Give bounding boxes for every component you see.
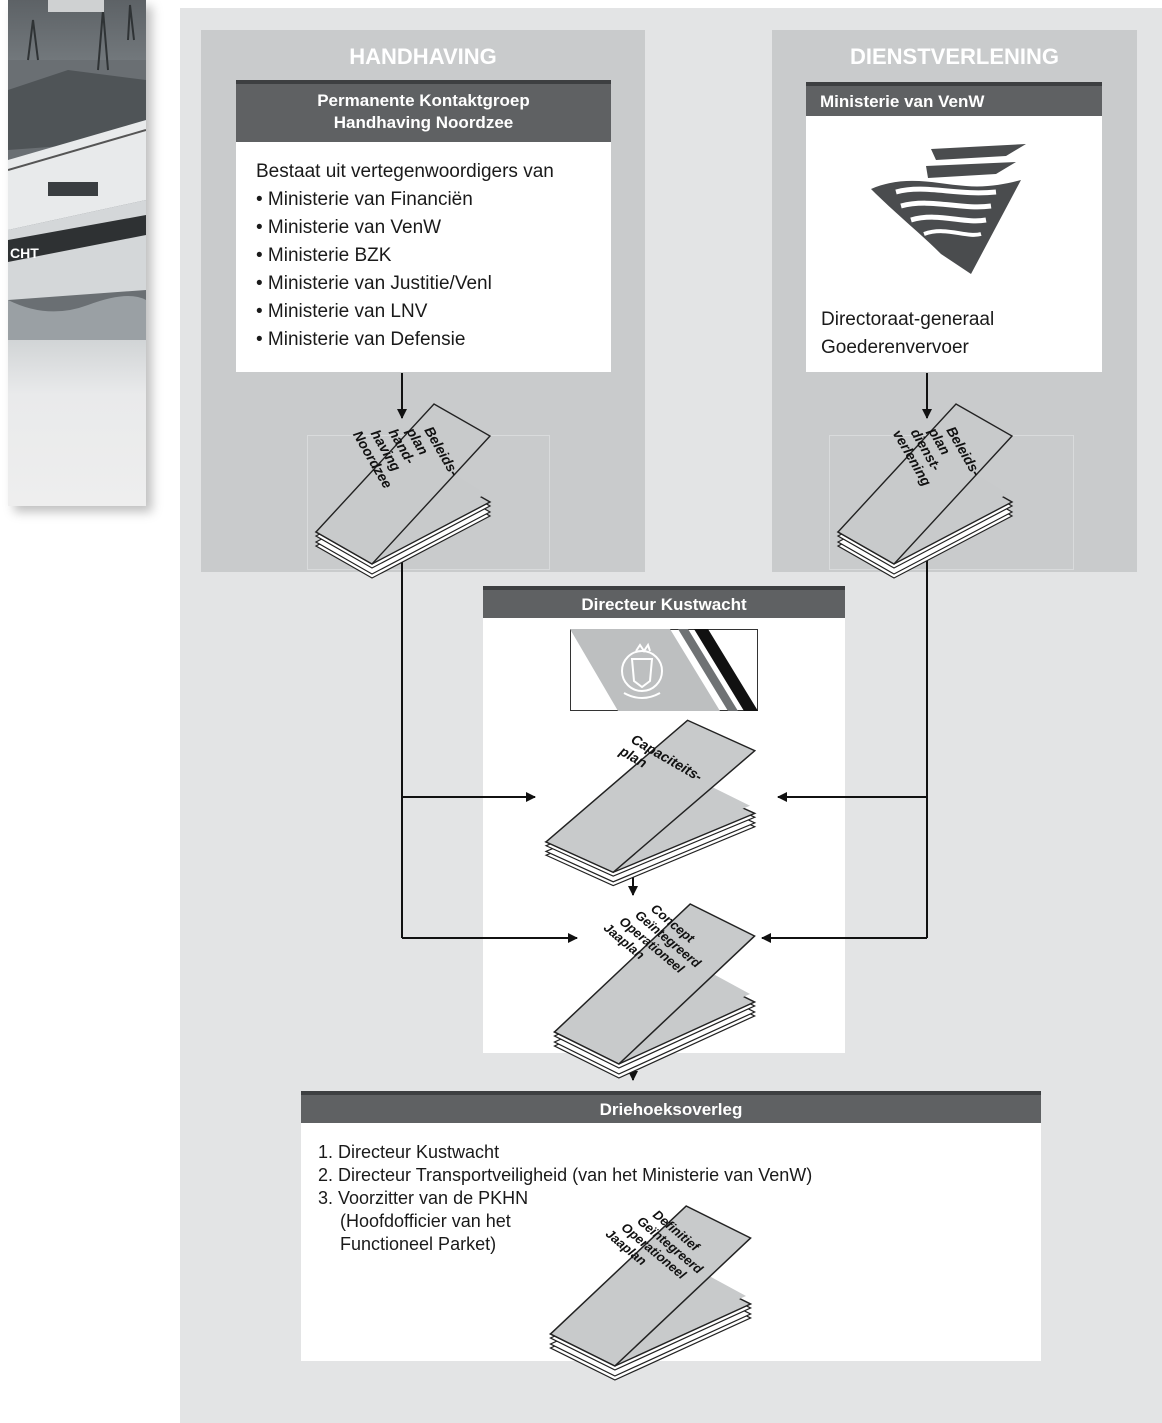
hull-text: CHT [10,245,39,261]
book-beleidsplan-handhaving-icon: Beleids- plan hand- having Noordzee [315,403,491,579]
pkhn-header-line2: Handhaving Noordzee [333,113,514,132]
venw-wave-logo-icon [871,144,1026,274]
member-item: • Ministerie van LNV [256,301,428,322]
pkhn-header-line1: Permanente Kontaktgroep [317,91,530,110]
book-concept-jaarplan-icon: Concept Geïntegreerd Operationeel Jaapla… [553,901,756,1079]
org-line2: Goederenvervoer [821,337,969,358]
member-item: • Ministerie van Defensie [256,329,466,350]
pkhn-header: Permanente Kontaktgroep Handhaving Noord… [236,80,611,142]
pkhn-members-box: Bestaat uit vertegenwoordigers van • Min… [236,142,611,372]
venw-header: Ministerie van VenW [806,82,1102,116]
book-definitief-jaarplan-icon: Definitief Geïntegreerd Operationeel Jaa… [549,1205,752,1381]
handhaving-title: HANDHAVING [349,44,497,69]
kustwacht-emblem-icon [570,629,758,711]
coastguard-ship-photo: CHT [8,0,146,506]
member-item: • Ministerie van Financiën [256,189,473,210]
driehoeksoverleg-header: Driehoeksoverleg [301,1091,1041,1123]
venw-org-text: Directoraat-generaal Goederenvervoer [821,306,994,362]
list-item: (Hoofdofficier van het [340,1211,511,1231]
driehoeksoverleg-list: 1. Directeur Kustwacht 2. Directeur Tran… [318,1141,812,1256]
list-item: 3. Voorzitter van de PKHN [318,1188,529,1208]
venw-box: Directoraat-generaal Goederenvervoer [806,116,1102,372]
book-beleidsplan-dienstverlening-icon: Beleids- plan dienst- verlening [837,403,1013,579]
photo-tab [48,0,104,12]
list-item: Functioneel Parket) [340,1234,497,1254]
members-intro: Bestaat uit vertegenwoordigers van [256,161,554,182]
org-line1: Directoraat-generaal [821,309,995,330]
dienstverlening-title: DIENSTVERLENING [849,44,1060,69]
ship-illustration: CHT [8,4,146,340]
member-item: • Ministerie van Justitie/Venl [256,273,492,294]
member-item: • Ministerie BZK [256,245,392,266]
member-item: • Ministerie van VenW [256,217,442,238]
kustwacht-header: Directeur Kustwacht [483,586,845,618]
book-capaciteitsplan-icon: Capaciteits- plan [545,719,756,887]
list-item: 2. Directeur Transportveiligheid (van he… [318,1165,813,1185]
list-item: 1. Directeur Kustwacht [318,1142,500,1162]
